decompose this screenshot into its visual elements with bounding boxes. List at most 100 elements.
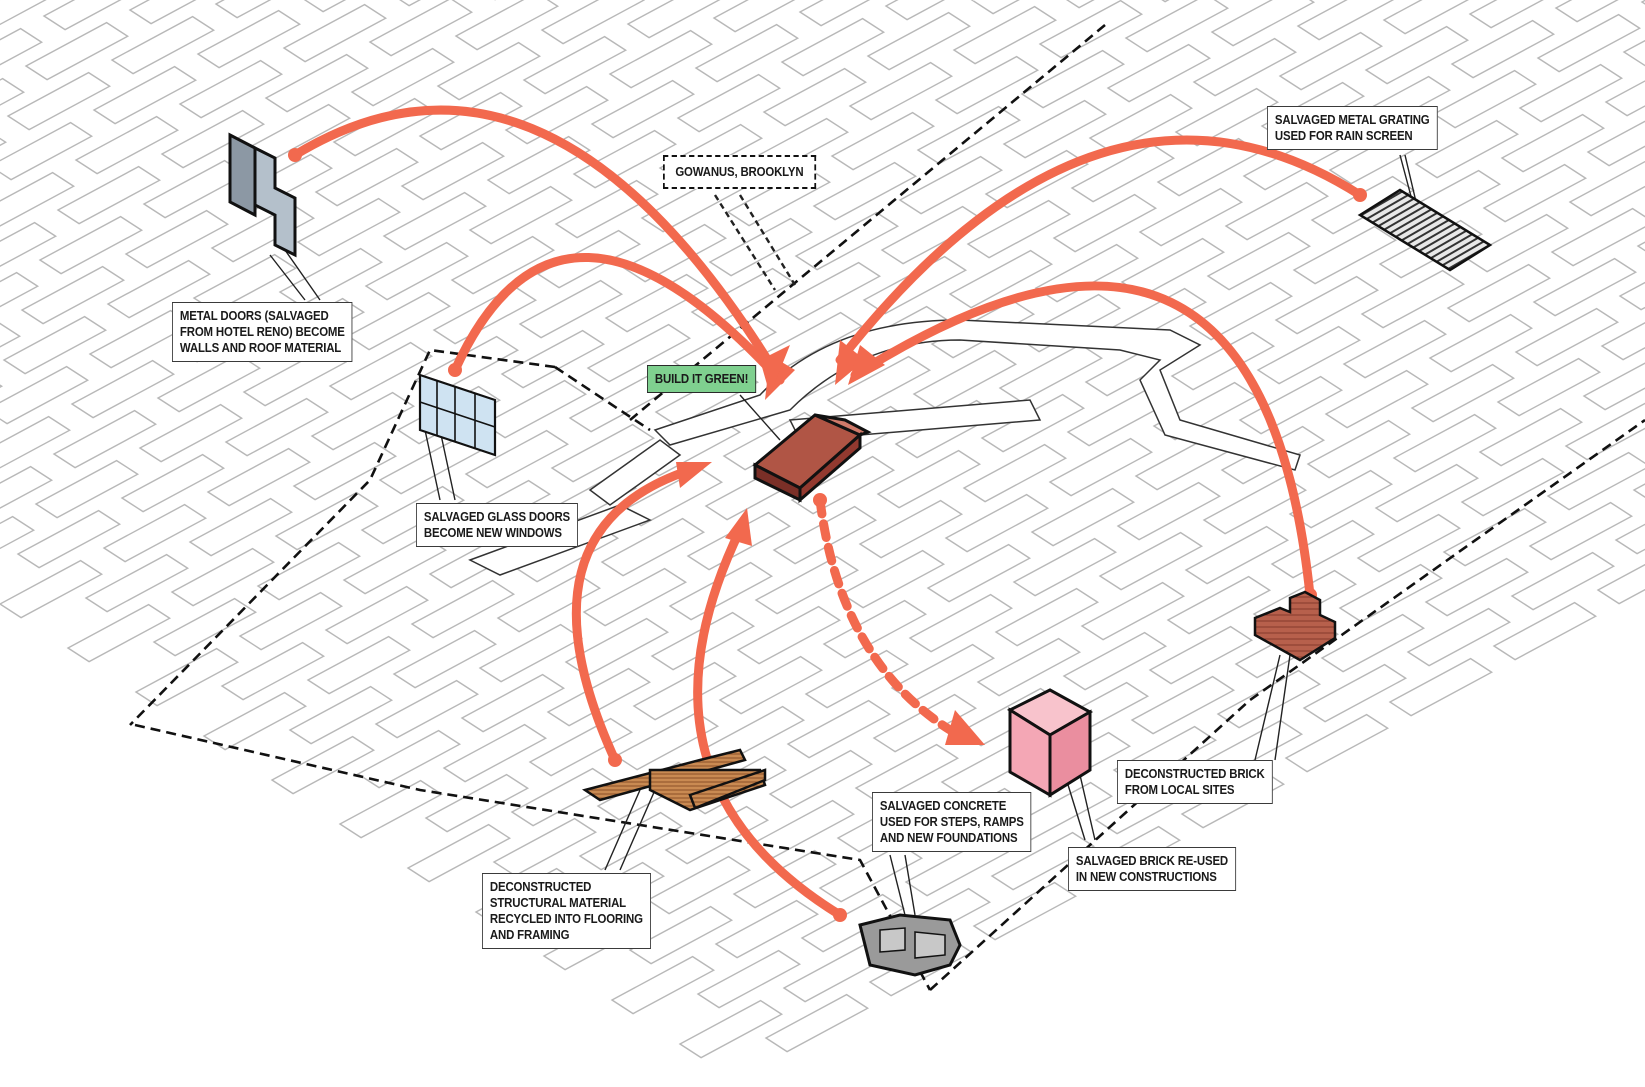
city-block (1278, 31, 1384, 91)
city-block (736, 605, 842, 665)
city-block (110, 15, 216, 75)
city-block (1492, 601, 1598, 661)
city-block (188, 497, 294, 557)
city-block (356, 729, 462, 789)
metal-doors-label: METAL DOORS (SALVAGED FROM HOTEL RENO) B… (172, 302, 353, 362)
city-block (346, 291, 452, 351)
city-block (1356, 513, 1462, 573)
city-block (948, 249, 1054, 309)
city-block (382, 191, 488, 251)
city-block (1320, 613, 1426, 673)
city-block (492, 817, 598, 877)
city-block (1450, 19, 1556, 79)
city-block (1238, 375, 1344, 435)
city-block (1274, 275, 1380, 335)
city-block (278, 247, 384, 307)
city-block (1622, 39, 1645, 67)
city-block (450, 235, 556, 295)
city-block (916, 105, 1022, 165)
city-block (468, 185, 574, 245)
city-block (0, 77, 26, 106)
city-block (536, 229, 642, 289)
city-block (884, 0, 946, 21)
city-block (1296, 0, 1395, 41)
city-block (0, 465, 54, 509)
city-block (546, 667, 652, 727)
city-block (762, 67, 868, 127)
city-block (1360, 269, 1466, 329)
city-block (780, 17, 886, 77)
city-block (830, 111, 936, 171)
city-block (1636, 241, 1645, 252)
city-block (926, 543, 1032, 603)
city-block (1130, 675, 1236, 735)
city-block (1124, 0, 1230, 53)
city-block (424, 773, 530, 833)
city-block (70, 359, 176, 419)
city-block (418, 91, 524, 151)
city-block (1012, 537, 1118, 597)
city-block (292, 441, 398, 501)
city-block (0, 365, 90, 425)
city-block (128, 0, 197, 25)
city-block (582, 567, 688, 627)
city-block (0, 559, 104, 619)
city-block (1536, 13, 1642, 73)
metal-doors-icon (228, 132, 297, 258)
city-block (626, 0, 721, 39)
city-block (314, 147, 420, 207)
city-block (242, 347, 348, 407)
city-block (500, 329, 606, 389)
local-brick-icon (1253, 590, 1337, 662)
city-block (350, 47, 456, 107)
city-block (102, 503, 208, 563)
city-block (858, 499, 964, 559)
city-block (0, 27, 44, 66)
city-block (0, 515, 36, 550)
city-block (794, 211, 900, 271)
city-block (310, 391, 416, 451)
city-block (460, 673, 566, 733)
city-block (696, 949, 802, 1009)
city-block (1070, 143, 1176, 203)
city-block (1382, 0, 1470, 35)
city-block (52, 409, 158, 469)
city-block (360, 485, 466, 545)
city-block (980, 393, 1086, 453)
city-block (1528, 501, 1634, 561)
city-block (6, 71, 112, 131)
concrete-label: SALVAGED CONCRETE USED FOR STEPS, RAMPS … (872, 792, 1032, 852)
city-block (392, 629, 498, 689)
city-block (976, 637, 1082, 697)
city-block (0, 221, 58, 268)
city-block (478, 623, 584, 683)
city-block (664, 805, 770, 865)
city-block (772, 505, 878, 565)
city-block (1468, 0, 1544, 29)
salvaged-concrete-icon (858, 913, 962, 977)
city-block (1446, 263, 1552, 323)
city-block (934, 55, 1040, 115)
city-block (1116, 481, 1222, 541)
city-block (610, 955, 716, 1015)
city-block (432, 285, 538, 345)
city-block (56, 165, 162, 225)
city-block (818, 843, 924, 903)
city-block (904, 837, 1010, 897)
city-block (712, 0, 796, 33)
city-block (324, 585, 430, 645)
city-block (1364, 25, 1470, 85)
city-block (554, 179, 660, 239)
city-block (210, 203, 316, 263)
city-block (1614, 523, 1645, 555)
city-block (120, 453, 226, 513)
city-block (464, 429, 570, 489)
city-block (1464, 213, 1570, 273)
city-block (38, 215, 144, 275)
city-block (2, 315, 108, 375)
city-block (1216, 669, 1322, 729)
structural-lumber-icon (581, 748, 767, 812)
city-block (754, 555, 860, 615)
city-block (614, 711, 720, 771)
